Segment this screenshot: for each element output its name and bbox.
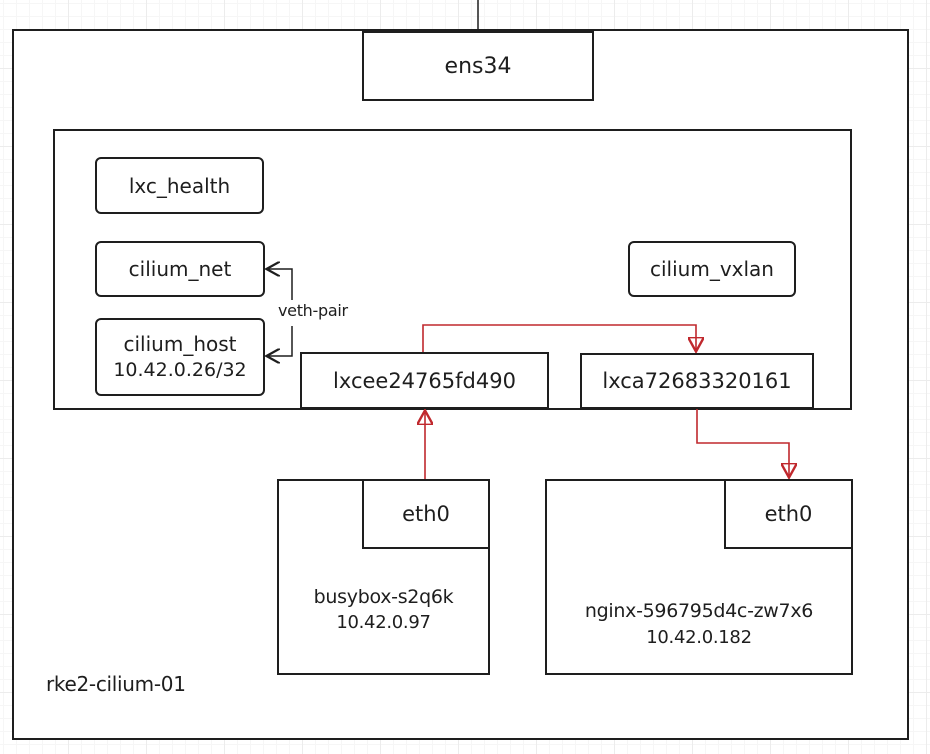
cilium-host-interface[interactable]: cilium_host 10.42.0.26/32 xyxy=(95,318,265,396)
lxc-health-interface[interactable]: lxc_health xyxy=(95,157,264,214)
busybox-eth0-interface[interactable]: eth0 xyxy=(362,479,490,549)
cilium-host-label: cilium_host xyxy=(123,332,237,356)
lxc-nginx-interface[interactable]: lxca72683320161 xyxy=(580,353,814,409)
cilium-host-ip: 10.42.0.26/32 xyxy=(113,359,247,381)
lxc-busybox-label: lxcee24765fd490 xyxy=(333,368,516,393)
host-name-label: rke2-cilium-01 xyxy=(46,672,186,696)
cilium-vxlan-label: cilium_vxlan xyxy=(650,257,774,281)
cilium-net-interface[interactable]: cilium_net xyxy=(95,241,265,297)
nginx-eth0-label: eth0 xyxy=(764,502,813,526)
cilium-vxlan-interface[interactable]: cilium_vxlan xyxy=(628,241,796,297)
cilium-net-label: cilium_net xyxy=(128,257,232,281)
lxc-nginx-label: lxca72683320161 xyxy=(602,369,792,393)
nginx-pod-name: nginx-596795d4c-zw7x6 xyxy=(584,600,814,622)
busybox-pod-ip: 10.42.0.97 xyxy=(336,612,431,633)
busybox-eth0-label: eth0 xyxy=(402,502,450,526)
nginx-eth0-interface[interactable]: eth0 xyxy=(724,479,853,549)
nginx-pod-ip: 10.42.0.182 xyxy=(646,627,752,648)
veth-pair-label: veth-pair xyxy=(278,301,348,320)
lxc-busybox-interface[interactable]: lxcee24765fd490 xyxy=(300,352,549,409)
ens34-interface[interactable]: ens34 xyxy=(362,31,594,101)
nginx-pod-info: nginx-596795d4c-zw7x6 10.42.0.182 xyxy=(545,597,853,651)
ens34-label: ens34 xyxy=(444,53,512,79)
lxc-health-label: lxc_health xyxy=(128,173,231,198)
busybox-pod-info: busybox-s2q6k 10.42.0.97 xyxy=(277,584,490,636)
busybox-pod-name: busybox-s2q6k xyxy=(313,586,454,608)
